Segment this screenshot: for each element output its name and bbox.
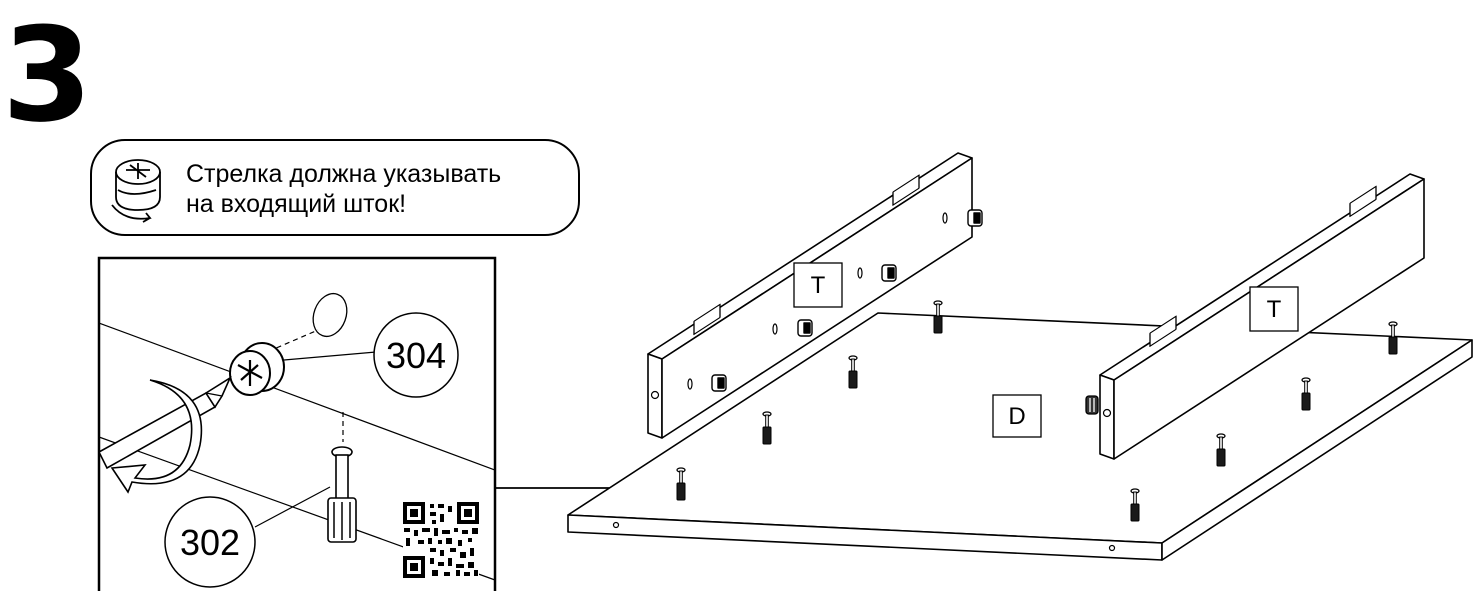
part-label-right-panel: T <box>1267 296 1282 323</box>
callout-circle-302 <box>164 496 256 588</box>
callout-304: 304 <box>386 335 446 376</box>
cam-bolt-302 <box>327 446 357 543</box>
note-line-2: на входящий шток! <box>186 190 406 218</box>
cam-hole <box>312 292 348 338</box>
screwdriver <box>97 375 232 470</box>
part-label-left-panel: T <box>811 272 826 299</box>
detail-inset: 304 302 <box>97 256 497 591</box>
part-label-base: D <box>1008 403 1025 430</box>
qr-code-icon <box>403 502 479 578</box>
cam-lock-rotation-icon <box>111 159 161 223</box>
cam-bolt <box>1388 321 1398 355</box>
callout-circle-304 <box>373 312 459 398</box>
rotation-arrow-icon <box>110 379 203 494</box>
note-line-1: Стрелка должна указывать <box>186 160 501 188</box>
cam-bolt <box>933 300 943 334</box>
callout-302: 302 <box>180 522 240 563</box>
cam-lock-304 <box>229 342 285 396</box>
note-bubble: Стрелка должна указывать на входящий што… <box>90 139 580 236</box>
step-number: 3 <box>2 0 92 151</box>
